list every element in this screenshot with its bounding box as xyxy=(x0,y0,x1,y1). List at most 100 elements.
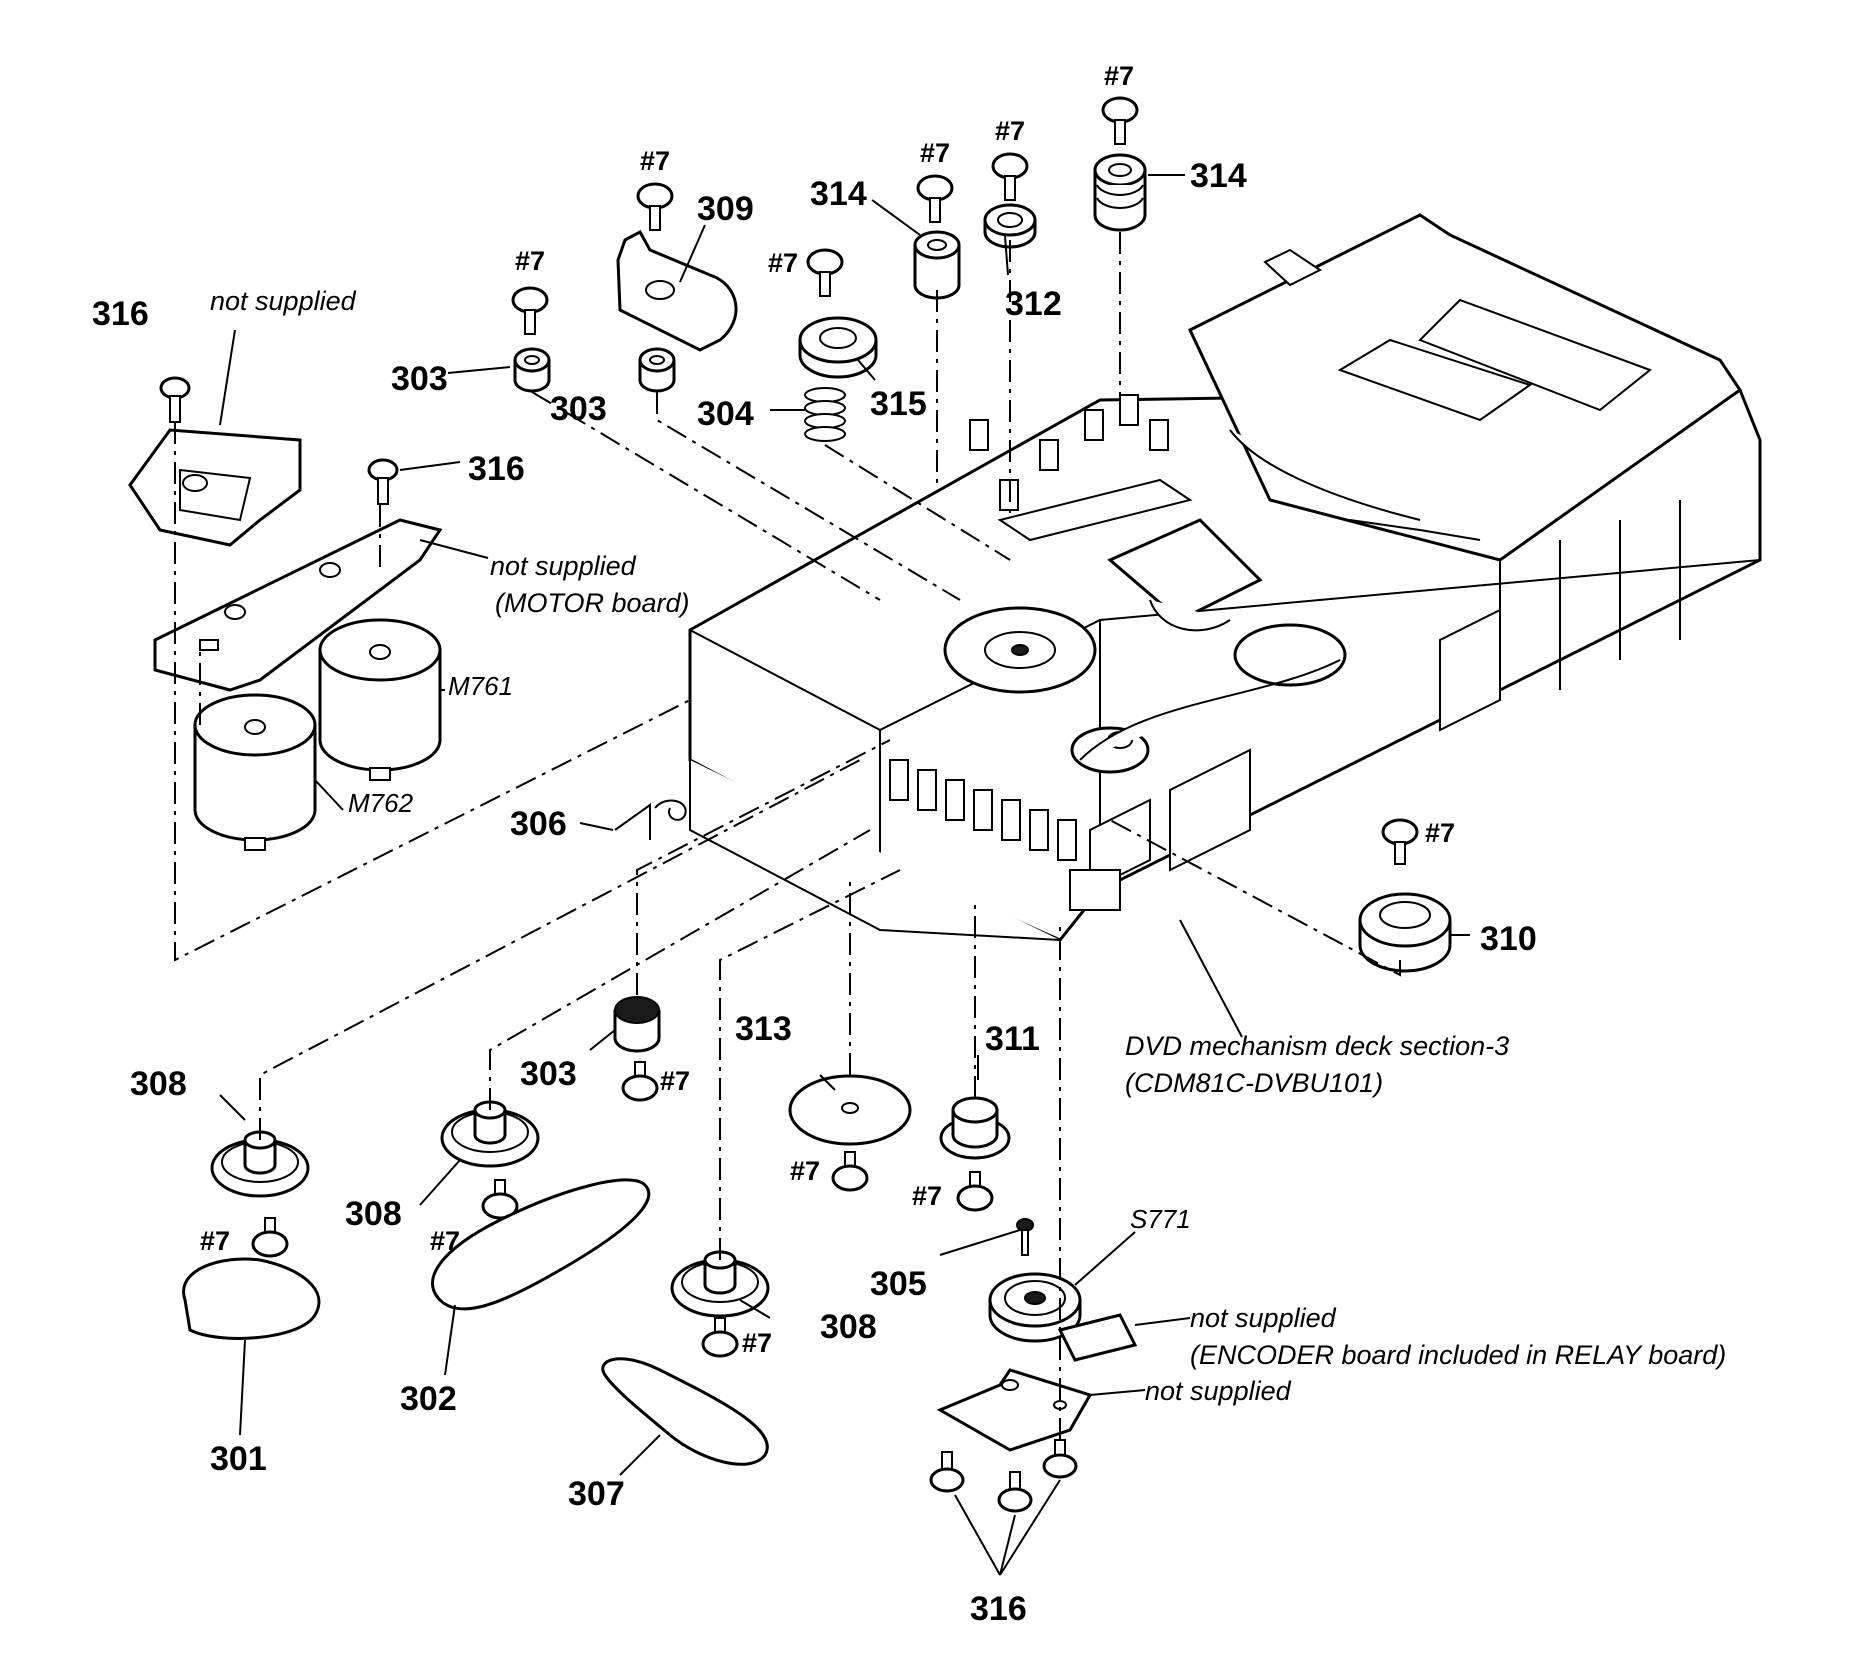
dvd-mechanism-deck xyxy=(688,213,1762,942)
gear-308-b xyxy=(440,1100,540,1168)
gear-308-a xyxy=(210,1130,310,1198)
label-316-b: 316 xyxy=(468,450,525,488)
label-308-a: 308 xyxy=(130,1065,187,1103)
belt-307 xyxy=(601,1357,769,1466)
ref-m761: M761 xyxy=(448,671,513,701)
gear-311 xyxy=(939,1096,1011,1160)
screw-316-d xyxy=(997,1471,1033,1513)
label-screw-f: #7 xyxy=(1104,61,1134,91)
label-310: 310 xyxy=(1480,920,1537,958)
label-screw-c: #7 xyxy=(768,248,798,278)
encoder-s771 xyxy=(988,1272,1138,1362)
label-311: 311 xyxy=(985,1020,1040,1058)
label-303-c: 303 xyxy=(520,1055,577,1093)
label-screw-g: #7 xyxy=(1425,818,1455,848)
label-screw-b: #7 xyxy=(640,146,670,176)
screw-7-k xyxy=(831,1151,869,1192)
note-not-supplied-relay: not supplied xyxy=(1145,1376,1292,1406)
part-labels: 316 316 303 303 304 315 309 314 314 312 … xyxy=(92,157,1537,1628)
spring-306 xyxy=(614,799,687,840)
bottom-parts xyxy=(182,996,1138,1466)
screw-7-g xyxy=(1381,818,1419,865)
label-313: 313 xyxy=(735,1010,792,1048)
label-314-b: 314 xyxy=(1190,157,1247,195)
spring-304 xyxy=(804,387,846,442)
screw-316-a xyxy=(159,376,191,423)
label-screw-h: #7 xyxy=(660,1066,690,1096)
deck-section-title: DVD mechanism deck section-3 xyxy=(1125,1031,1509,1061)
screw-7-d xyxy=(916,174,954,223)
screw-7-l xyxy=(956,1171,994,1212)
label-308-b: 308 xyxy=(345,1195,402,1233)
screw-7-f xyxy=(1101,96,1139,145)
gear-308-c xyxy=(670,1250,770,1318)
label-303-a: 303 xyxy=(391,360,448,398)
note-not-supplied-bracket: not supplied xyxy=(210,286,357,316)
note-labels: not supplied not supplied (MOTOR board) … xyxy=(210,286,1726,1406)
label-screw-m: #7 xyxy=(742,1328,772,1358)
label-304: 304 xyxy=(697,395,754,433)
bushing-314-a xyxy=(913,230,961,300)
label-303-b: 303 xyxy=(550,390,607,428)
bushing-314-b xyxy=(1093,153,1147,232)
belt-302 xyxy=(431,1178,651,1311)
screw-316-c xyxy=(929,1451,965,1493)
assembly-guide-lines xyxy=(174,232,1401,1440)
label-305: 305 xyxy=(870,1265,927,1303)
label-screw-l: #7 xyxy=(912,1181,942,1211)
label-309: 309 xyxy=(697,190,754,228)
label-314-a: 314 xyxy=(810,175,867,213)
label-screw-i: #7 xyxy=(430,1226,460,1256)
motor-board-assembly xyxy=(128,428,443,851)
label-screw-j: #7 xyxy=(200,1226,230,1256)
washer-313 xyxy=(788,1074,912,1146)
collar-303-b xyxy=(638,347,676,393)
label-screw-k: #7 xyxy=(790,1156,820,1186)
screw-7-b xyxy=(636,182,674,231)
bushing-310 xyxy=(1358,892,1452,973)
screw-labels: #7 #7 #7 #7 #7 #7 #7 #7 #7 #7 #7 #7 #7 xyxy=(200,61,1455,1358)
screw-7-i xyxy=(481,1179,519,1220)
screw-305 xyxy=(1016,1218,1034,1256)
deck-model-code: (CDM81C-DVBU101) xyxy=(1125,1068,1383,1098)
motor-board-plate xyxy=(153,518,443,692)
collar-303-c xyxy=(613,996,661,1053)
ref-s771: S771 xyxy=(1130,1204,1191,1234)
label-316-c: 316 xyxy=(970,1590,1027,1628)
belt-301 xyxy=(182,1257,321,1340)
label-screw-d: #7 xyxy=(920,138,950,168)
label-316-a: 316 xyxy=(92,295,149,333)
lever-309 xyxy=(616,229,738,352)
washer-312 xyxy=(983,203,1037,249)
label-307: 307 xyxy=(568,1475,625,1513)
label-306: 306 xyxy=(510,805,567,843)
screw-7-h xyxy=(621,1061,659,1102)
screws xyxy=(159,96,1419,1513)
label-301: 301 xyxy=(210,1440,267,1478)
deck-posts xyxy=(889,394,1169,861)
screw-316-b xyxy=(367,458,399,505)
note-not-supplied-motor: not supplied xyxy=(490,551,637,581)
screw-7-j xyxy=(251,1217,289,1258)
screw-7-c xyxy=(806,248,844,297)
screw-7-e xyxy=(991,152,1029,201)
ref-m762: M762 xyxy=(348,788,414,818)
screw-316-e xyxy=(1042,1439,1078,1479)
motor-m761 xyxy=(318,618,442,781)
screw-7-m xyxy=(701,1317,739,1358)
label-screw-a: #7 xyxy=(515,246,545,276)
leader-lines xyxy=(219,174,1470,1576)
motor-m762 xyxy=(193,693,317,851)
label-312: 312 xyxy=(1005,285,1062,323)
label-315: 315 xyxy=(870,385,927,423)
collar-303-a xyxy=(513,347,551,393)
label-308-c: 308 xyxy=(820,1308,877,1346)
bushing-315 xyxy=(798,316,878,379)
screw-7-a xyxy=(511,286,549,335)
label-302: 302 xyxy=(400,1380,457,1418)
label-screw-e: #7 xyxy=(995,116,1025,146)
note-not-supplied-encoder: not supplied xyxy=(1190,1303,1337,1333)
note-encoder-board: (ENCODER board included in RELAY board) xyxy=(1190,1340,1726,1370)
